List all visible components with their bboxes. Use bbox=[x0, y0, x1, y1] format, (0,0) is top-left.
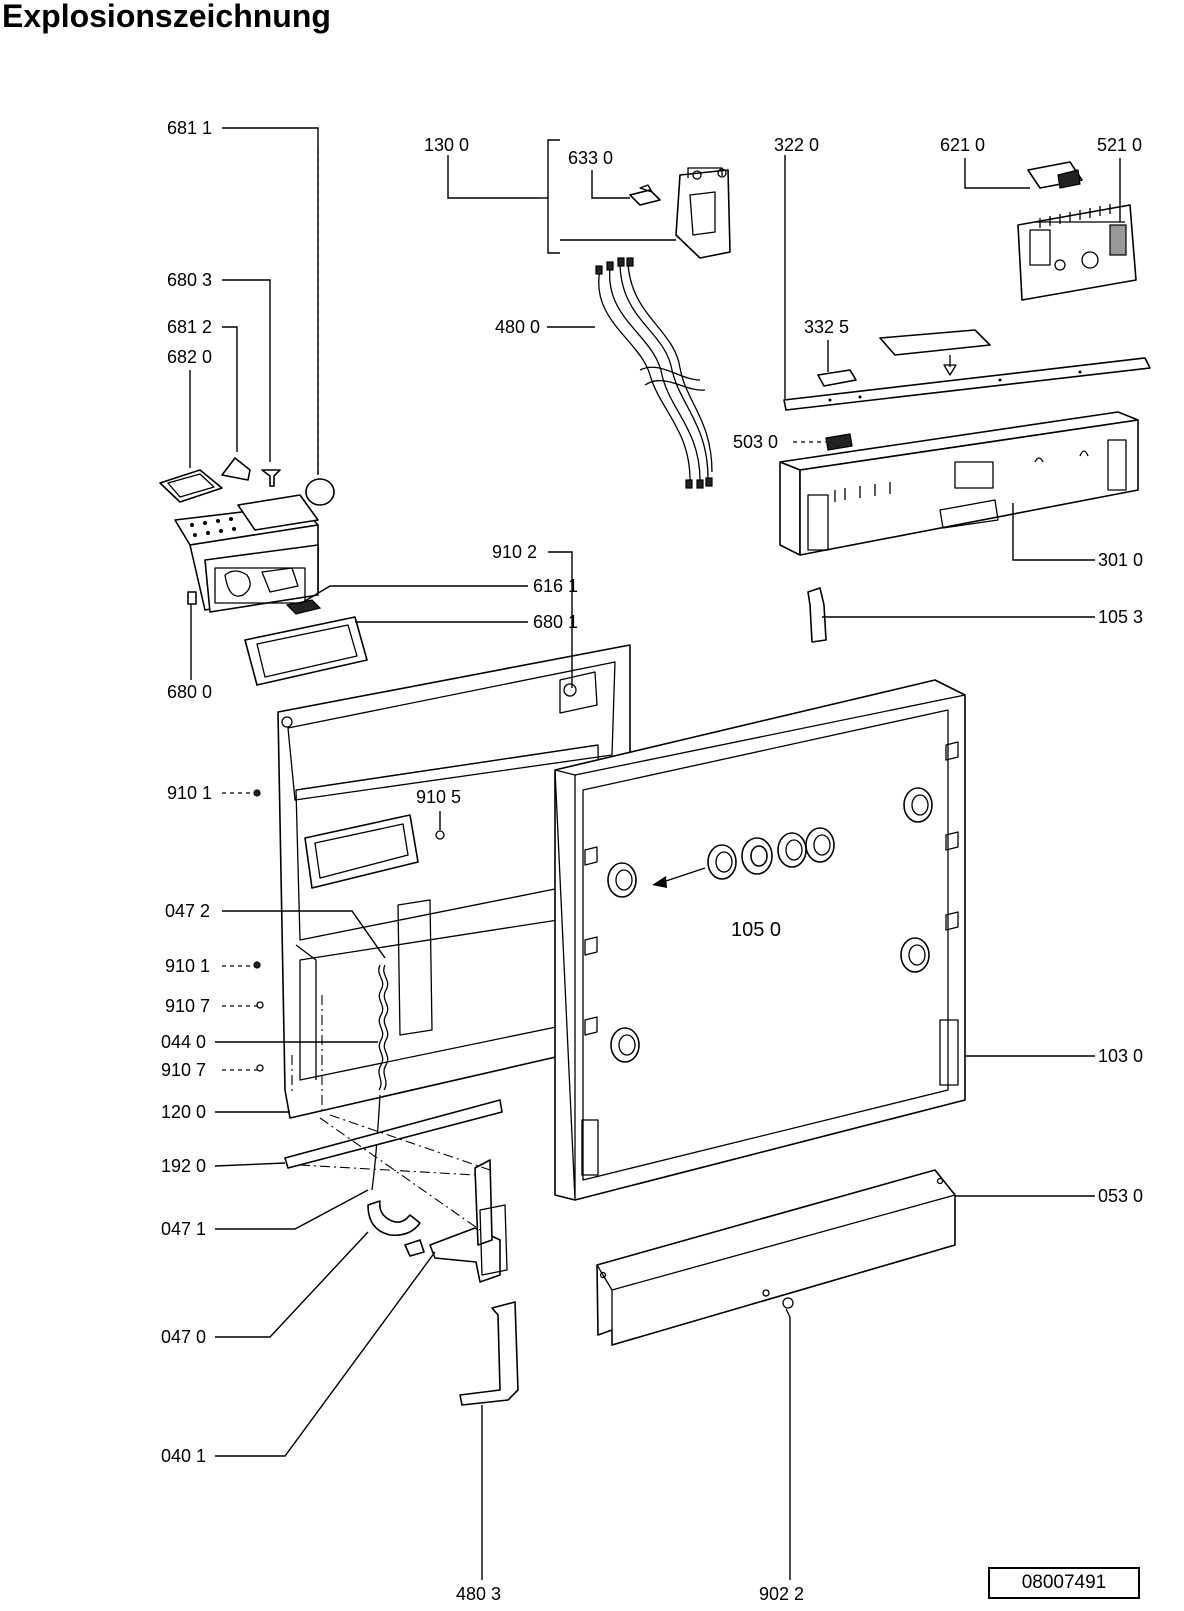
label-053-0: 053 0 bbox=[1098, 1186, 1143, 1206]
label-681-1: 681 1 bbox=[167, 118, 212, 138]
label-103-0: 103 0 bbox=[1098, 1046, 1143, 1066]
label-910-7-upper: 910 7 bbox=[165, 996, 210, 1016]
label-910-5: 910 5 bbox=[416, 787, 461, 807]
screws-drawing bbox=[253, 789, 445, 1072]
label-480-0: 480 0 bbox=[495, 317, 540, 337]
label-047-1: 047 1 bbox=[161, 1219, 206, 1239]
door-weights-drawing bbox=[607, 787, 933, 1063]
badge-drawing bbox=[879, 329, 991, 356]
label-616-1: 616 1 bbox=[533, 576, 578, 596]
label-332-5: 332 5 bbox=[804, 317, 849, 337]
bracket-480-3-drawing bbox=[459, 1301, 519, 1406]
inner-door-panel-drawing bbox=[277, 644, 631, 1119]
label-192-0: 192 0 bbox=[161, 1156, 206, 1176]
dispenser-assembly-drawing bbox=[174, 494, 319, 613]
label-680-1: 680 1 bbox=[533, 612, 578, 632]
label-332-5-drawing bbox=[817, 369, 857, 387]
label-044-0: 044 0 bbox=[161, 1032, 206, 1052]
label-120-0: 120 0 bbox=[161, 1102, 206, 1122]
screw-902-2-drawing bbox=[782, 1297, 794, 1318]
label-910-7-lower: 910 7 bbox=[161, 1060, 206, 1080]
label-130-0: 130 0 bbox=[424, 135, 469, 155]
label-682-0: 682 0 bbox=[167, 347, 212, 367]
label-680-3: 680 3 bbox=[167, 270, 212, 290]
wiring-harness-drawing bbox=[595, 257, 713, 489]
bracket-105-3-drawing bbox=[807, 587, 827, 643]
label-910-1-upper: 910 1 bbox=[167, 783, 212, 803]
cap-681-1-drawing bbox=[305, 478, 335, 506]
label-633-0: 633 0 bbox=[568, 148, 613, 168]
label-681-2: 681 2 bbox=[167, 317, 212, 337]
clip-681-2-drawing bbox=[221, 457, 251, 481]
dispenser-grid-dots bbox=[190, 517, 236, 537]
seal-682-drawing bbox=[159, 469, 223, 503]
pin-680-3-drawing bbox=[261, 469, 281, 487]
label-040-1: 040 1 bbox=[161, 1446, 206, 1466]
label-503-0: 503 0 bbox=[733, 432, 778, 452]
part-labels: 681 1 680 3 681 2 682 0 680 0 616 1 680 … bbox=[161, 118, 1143, 1604]
label-910-1-lower: 910 1 bbox=[165, 956, 210, 976]
outer-door-drawing bbox=[554, 679, 966, 1201]
label-047-0: 047 0 bbox=[161, 1327, 206, 1347]
document-number-box: 08007491 bbox=[988, 1567, 1140, 1599]
label-105-3: 105 3 bbox=[1098, 607, 1143, 627]
gasket-680-1-drawing bbox=[244, 616, 368, 686]
door-lock-drawing bbox=[629, 167, 731, 259]
label-910-2: 910 2 bbox=[492, 542, 537, 562]
control-panel-drawing bbox=[779, 411, 1139, 556]
label-301-0: 301 0 bbox=[1098, 550, 1143, 570]
leader-lines bbox=[189, 127, 1121, 1580]
panel-strip-drawing bbox=[783, 357, 1151, 411]
label-680-0: 680 0 bbox=[167, 682, 212, 702]
label-521-0: 521 0 bbox=[1097, 135, 1142, 155]
assembly-lines bbox=[291, 995, 491, 1231]
page-title: Explosionszeichnung bbox=[2, 0, 331, 34]
label-902-2: 902 2 bbox=[759, 1584, 804, 1604]
rail-192-0-drawing bbox=[284, 1099, 503, 1169]
plinth-053-0-drawing bbox=[596, 1169, 956, 1346]
label-047-2: 047 2 bbox=[165, 901, 210, 921]
label-322-0: 322 0 bbox=[774, 135, 819, 155]
label-621-0: 621 0 bbox=[940, 135, 985, 155]
control-board-drawing bbox=[1017, 161, 1137, 301]
label-105-0: 105 0 bbox=[731, 919, 781, 941]
document-number: 08007491 bbox=[1021, 1572, 1107, 1593]
hinge-assembly-drawing bbox=[367, 1159, 508, 1283]
switch-503-0-drawing bbox=[825, 433, 853, 451]
label-480-3: 480 3 bbox=[456, 1584, 501, 1604]
